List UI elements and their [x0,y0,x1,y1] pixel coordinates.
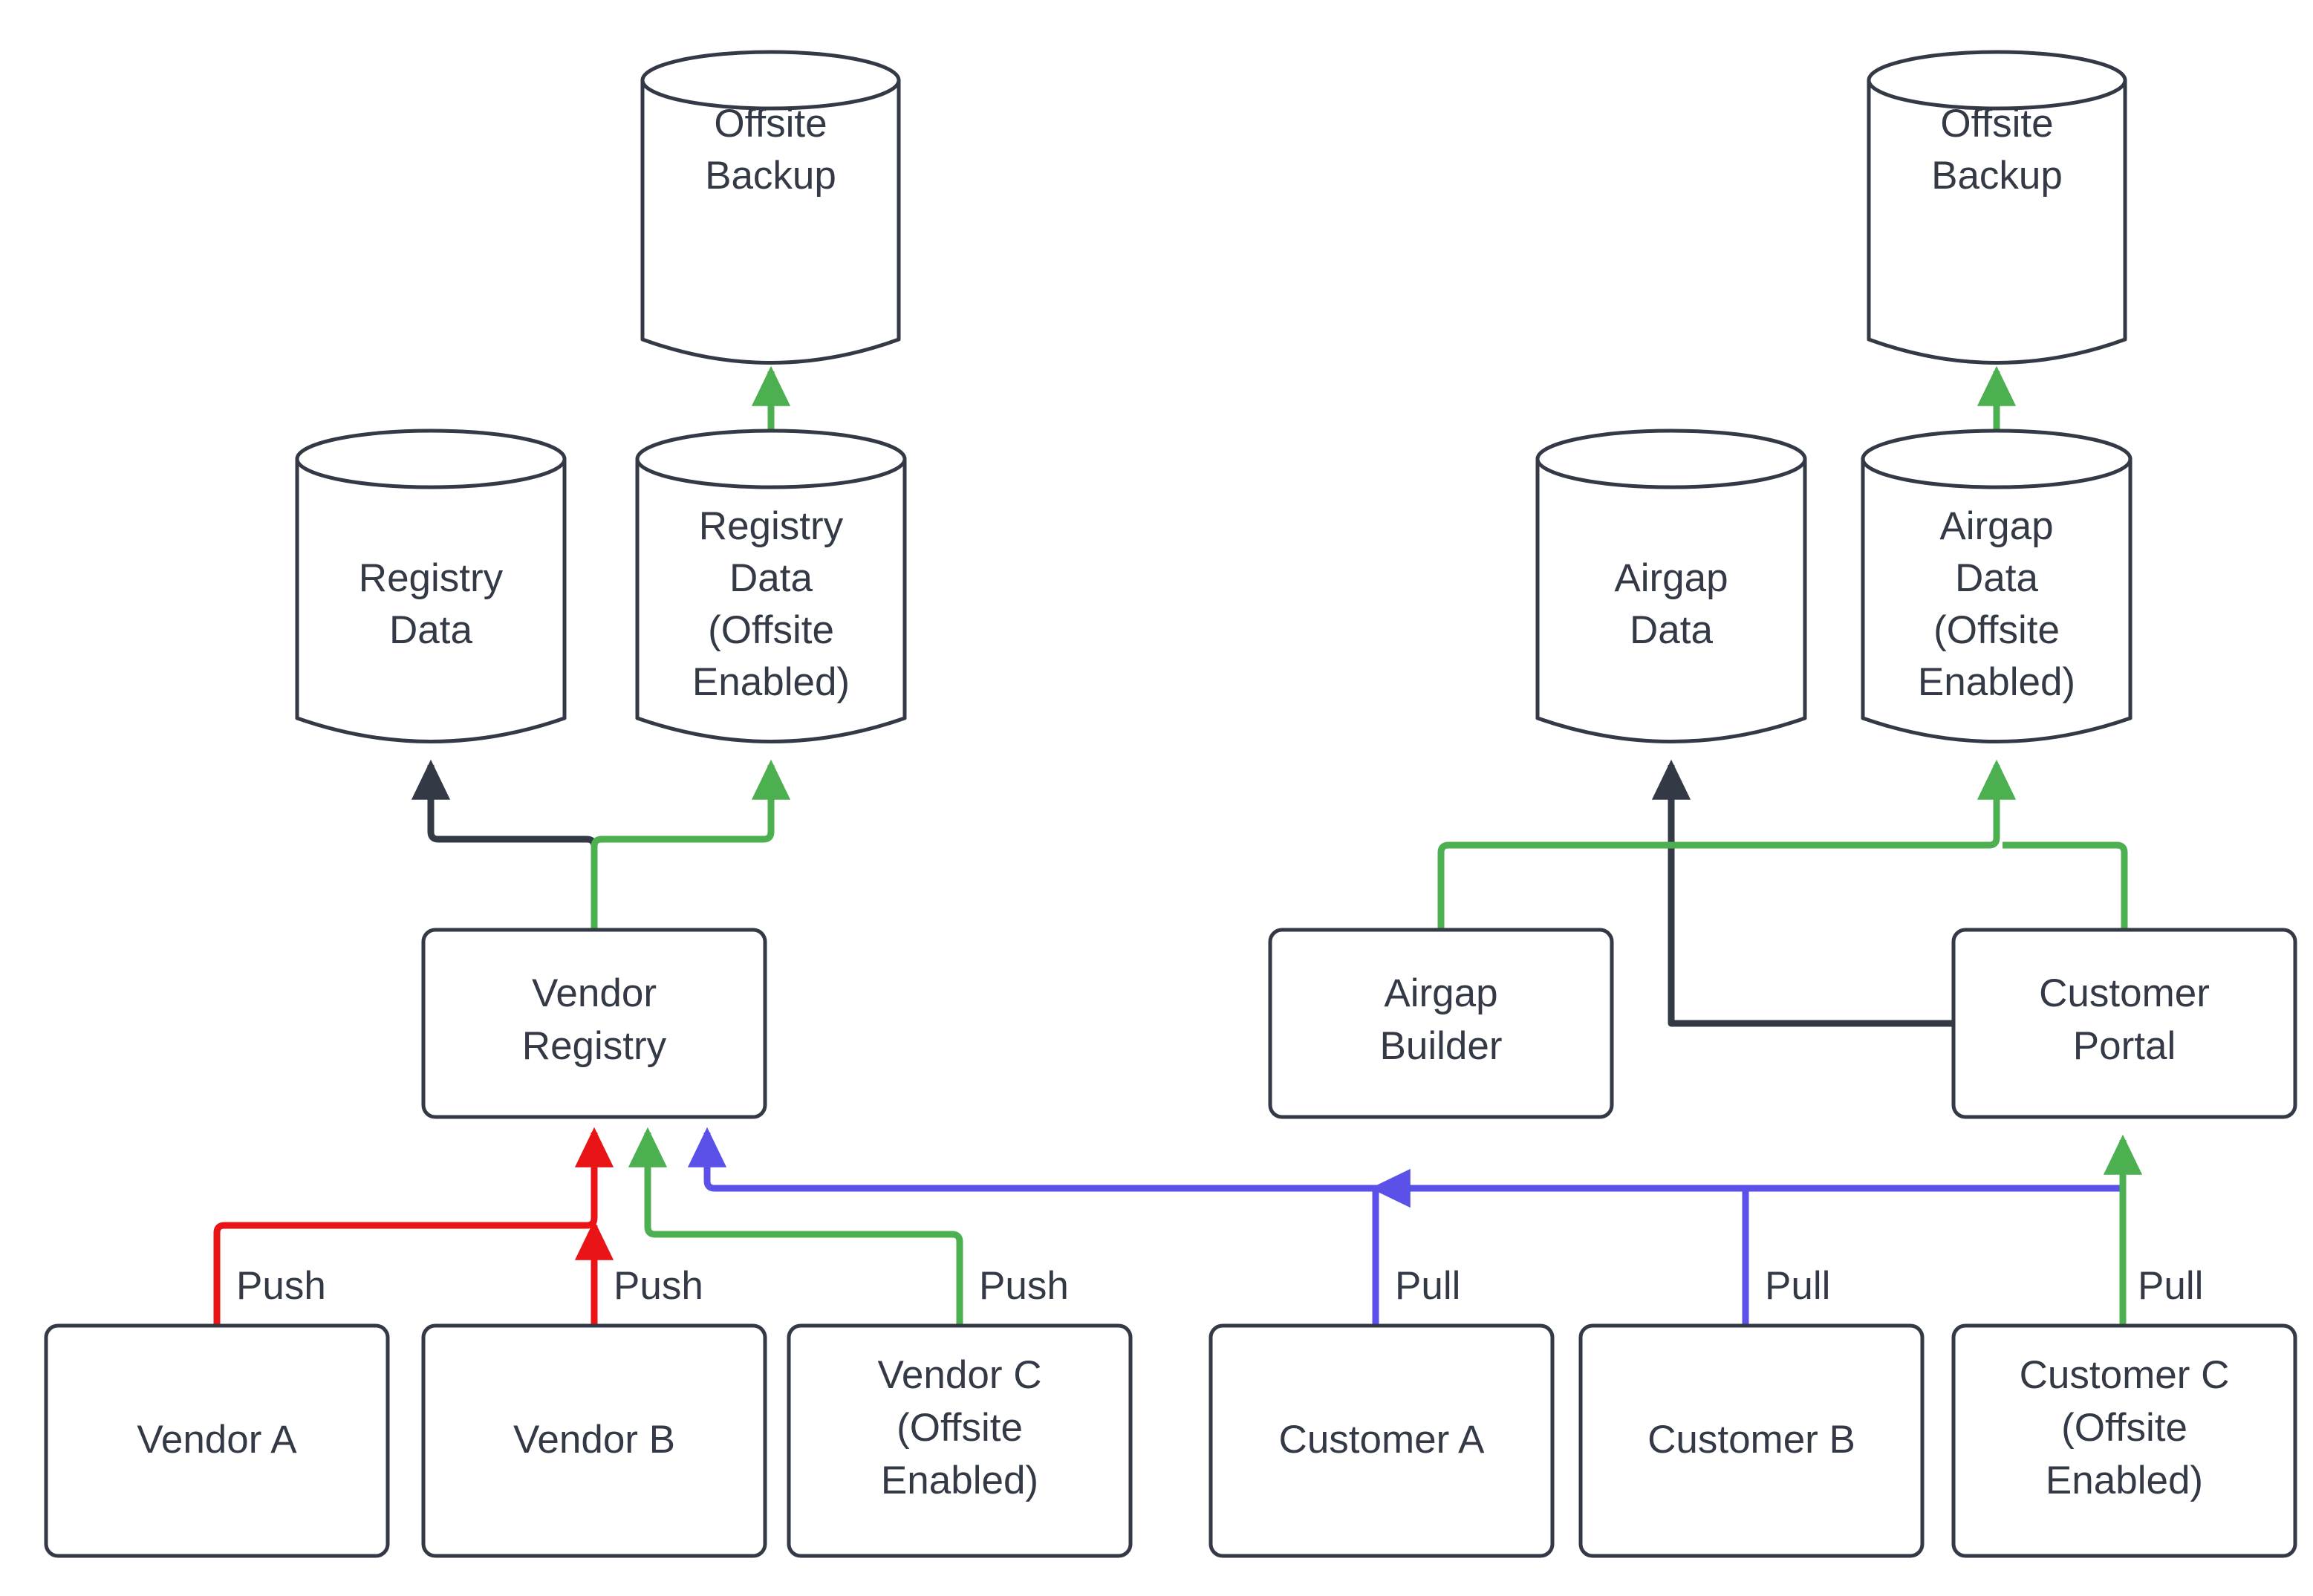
node-label-offsite-backup-left-line2: Backup [705,154,836,198]
node-customer-portal[interactable]: Customer Portal [1951,928,2297,1119]
node-offsite-backup-left[interactable]: Offsite Backup [640,50,901,365]
node-registry-data[interactable]: Registry Data [295,429,567,743]
edge-layer [213,365,2143,1326]
node-label-airgap-data-offsite-line1: Airgap [1939,504,2053,548]
node-label-airgap-data-offsite-line2: Data [1955,556,2038,600]
node-label-registry-data-offsite-line1: Registry [699,504,844,548]
edge-registry-store [411,759,598,930]
edge-registry-store-offsite [591,759,791,930]
node-label-vendor-c-line3: Enabled) [881,1459,1038,1502]
node-label-registry-data-offsite-line2: Data [729,556,813,600]
node-label-airgap-data-offsite-line3: (Offsite [1933,608,2060,652]
node-label-offsite-backup-left-line1: Offsite [714,102,827,146]
edge-label-customer-c-pull: Pull [2138,1264,2203,1308]
node-customer-a[interactable]: Customer A [1208,1323,1555,1558]
node-label-registry-data-line2: Data [389,608,472,652]
edge-label-layer: Push Push Push Pull Pull Pull [236,1264,2203,1308]
node-label-vendor-c-line2: (Offsite [897,1406,1023,1450]
edge-label-customer-a-pull: Pull [1395,1264,1460,1308]
node-label-offsite-backup-right-line1: Offsite [1940,102,2053,146]
node-label-registry-data-line1: Registry [359,556,504,600]
node-label-customer-c-line3: Enabled) [2046,1459,2203,1502]
edge-portal-airgap-offsite [2003,841,2128,930]
node-airgap-builder[interactable]: Airgap Builder [1268,928,1614,1119]
edge-label-vendor-a-push: Push [236,1264,326,1308]
edge-label-vendor-b-push: Push [614,1264,703,1308]
node-label-registry-data-offsite-line4: Enabled) [692,660,850,704]
node-customer-c[interactable]: Customer C (Offsite Enabled) [1951,1323,2297,1558]
node-customer-b[interactable]: Customer B [1578,1323,1925,1558]
node-label-vendor-b: Vendor B [513,1418,675,1462]
node-label-airgap-data-offsite-line4: Enabled) [1918,660,2075,704]
edge-airgap-builder-offsite [1437,759,2017,930]
node-vendor-c[interactable]: Vendor C (Offsite Enabled) [787,1323,1133,1558]
edge-airgap-store [1651,759,1953,1027]
node-vendor-b[interactable]: Vendor B [421,1323,767,1558]
node-label-customer-a: Customer A [1279,1418,1486,1462]
node-label-customer-b: Customer B [1647,1418,1855,1462]
node-label-offsite-backup-right-line2: Backup [1931,154,2063,198]
node-airgap-data-offsite[interactable]: Airgap Data (Offsite Enabled) [1861,429,2133,743]
node-airgap-data[interactable]: Airgap Data [1535,429,1807,743]
node-label-customer-portal-line1: Customer [2039,971,2210,1015]
node-registry-data-offsite[interactable]: Registry Data (Offsite Enabled) [635,429,907,743]
node-label-registry-data-offsite-line3: (Offsite [708,608,834,652]
edge-label-customer-b-pull: Pull [1765,1264,1830,1308]
edge-vendor-c-push [628,1127,963,1326]
node-label-customer-portal-line2: Portal [2073,1024,2176,1068]
node-offsite-backup-right[interactable]: Offsite Backup [1867,50,2127,365]
node-vendor-registry[interactable]: Vendor Registry [421,928,767,1119]
node-label-vendor-registry-line2: Registry [522,1024,667,1068]
node-label-vendor-registry-line1: Vendor [532,971,657,1015]
node-label-customer-c-line2: (Offsite [2061,1406,2187,1450]
node-vendor-a[interactable]: Vendor A [44,1323,390,1558]
node-label-customer-c-line1: Customer C [2020,1353,2230,1397]
edge-customer-a-pull [687,1127,1379,1326]
edge-label-vendor-c-push: Push [979,1264,1069,1308]
node-label-airgap-data-line1: Airgap [1614,556,1728,600]
node-label-vendor-c-line1: Vendor C [878,1353,1042,1397]
node-label-airgap-builder-line1: Airgap [1384,971,1497,1015]
node-label-airgap-data-line2: Data [1630,608,1713,652]
node-label-airgap-builder-line2: Builder [1380,1024,1503,1068]
node-label-vendor-a: Vendor A [137,1418,297,1462]
